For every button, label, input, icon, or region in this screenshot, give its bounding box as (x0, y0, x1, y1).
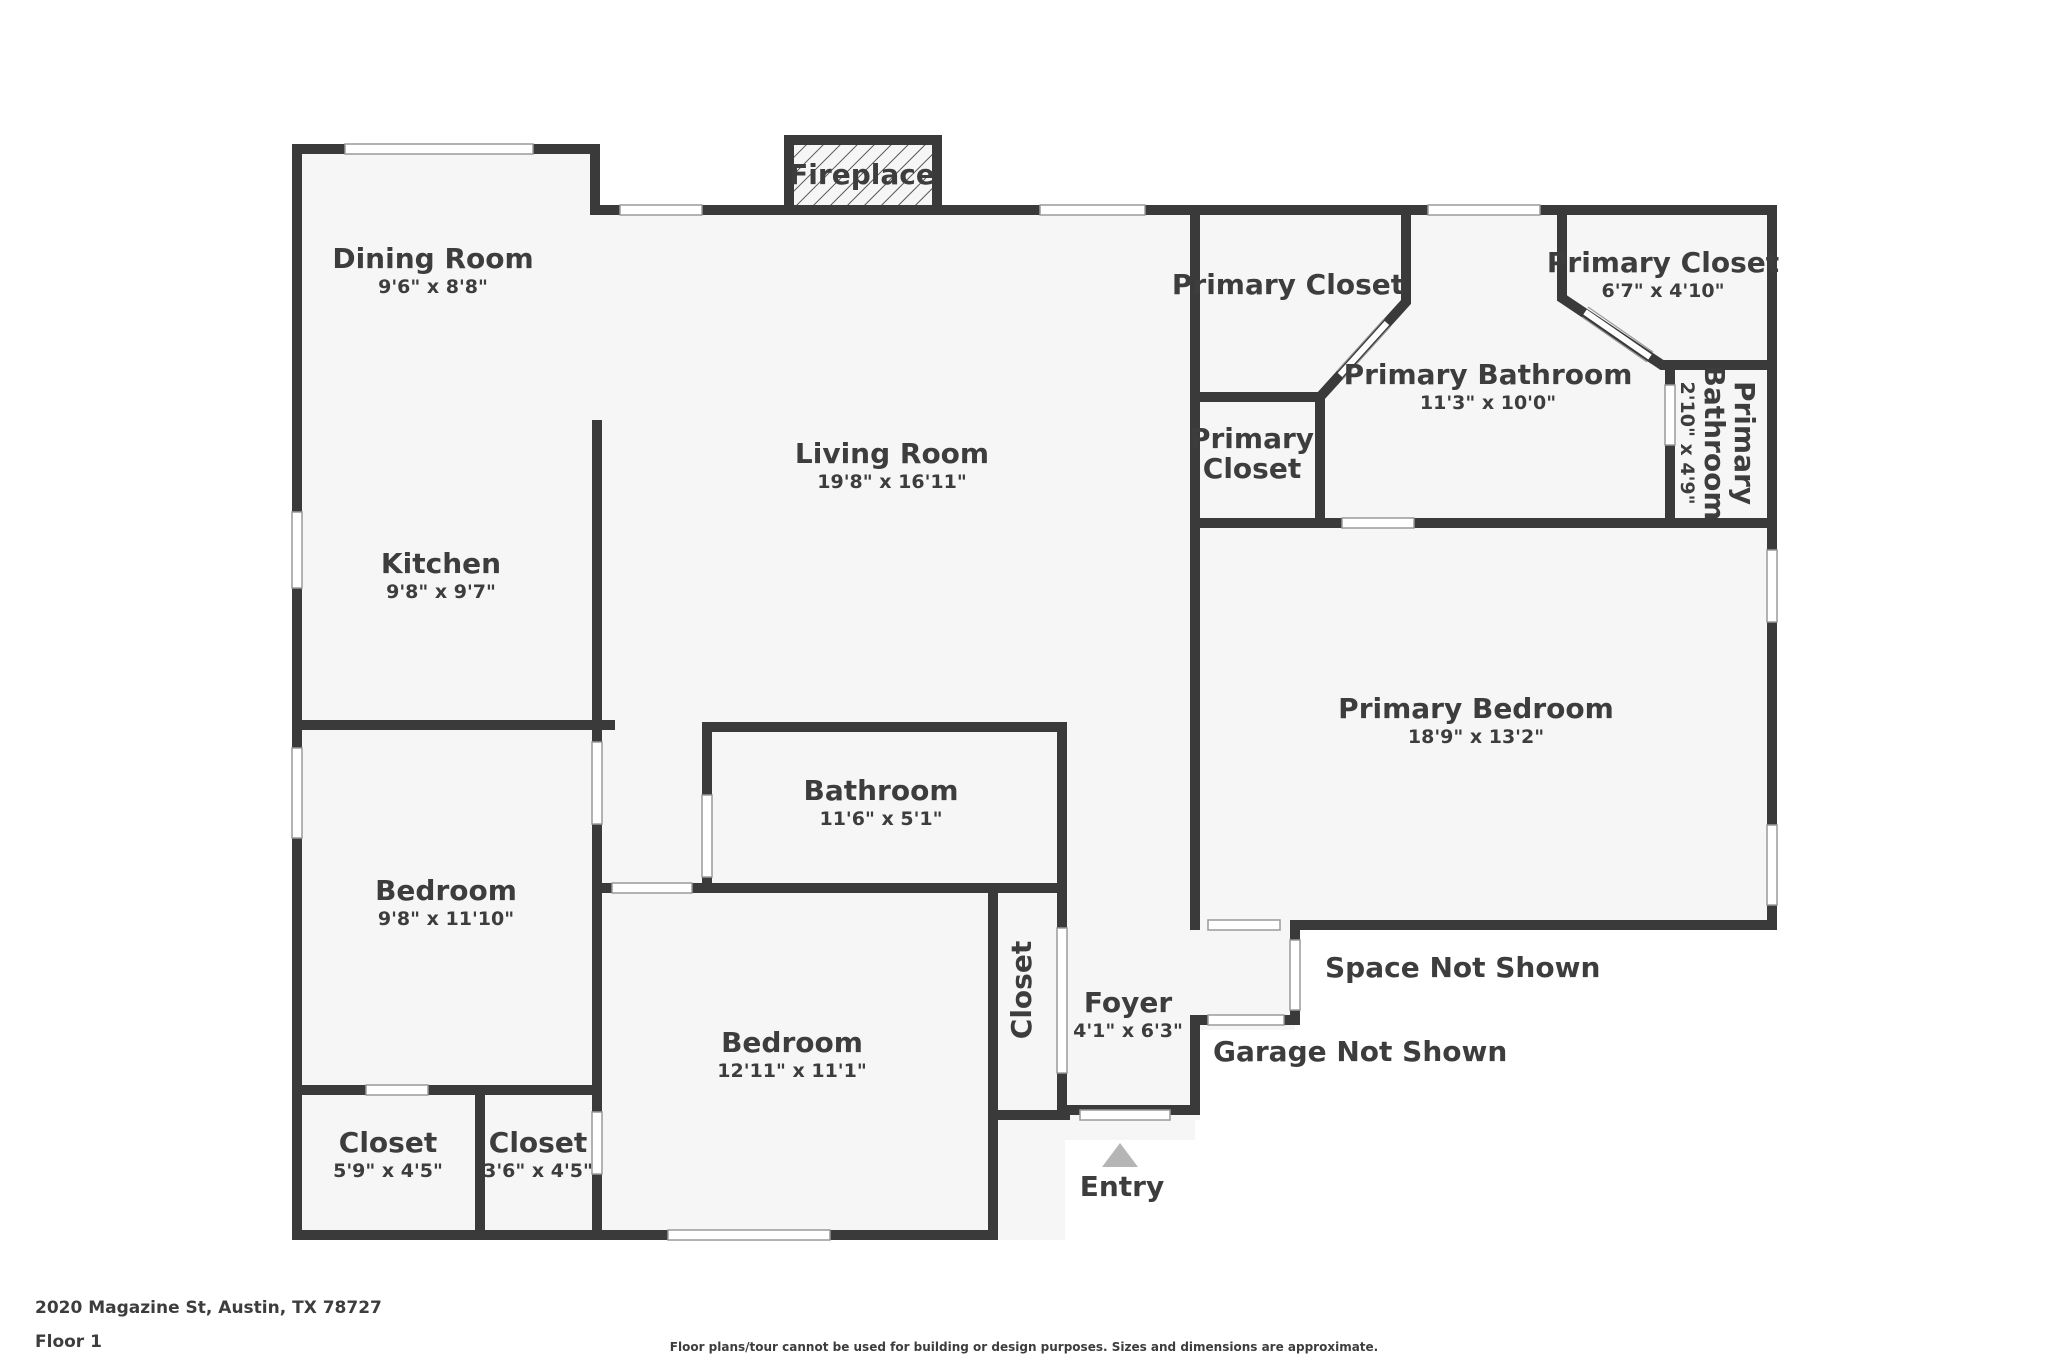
closet-left-dims: 5'9" x 4'5" (333, 1160, 443, 1182)
entry-arrow-icon (1102, 1143, 1138, 1167)
primary-bathroom-small-label: Primary Bathroom 2'10" x 4'9" (1676, 365, 1761, 520)
primary-bathroom-dims: 11'3" x 10'0" (1420, 392, 1556, 414)
fireplace-hearth (794, 145, 932, 205)
kitchen-name: Kitchen (381, 547, 501, 580)
primary-bathroom-small-line2: Bathroom (1698, 365, 1731, 520)
primary-closet-a-name: Primary Closet (1172, 268, 1404, 301)
fireplace-label: Fireplace (789, 158, 935, 191)
primary-closet-b-line1: Primary (1190, 422, 1314, 455)
bedroom-center-name: Bedroom (721, 1026, 863, 1059)
primary-closet-b-line2: Closet (1203, 452, 1301, 485)
closet-vertical-name: Closet (1005, 941, 1038, 1039)
bedroom-left-name: Bedroom (375, 874, 517, 907)
primary-bathroom-small-dims: 2'10" x 4'9" (1676, 381, 1698, 504)
bathroom-name: Bathroom (803, 774, 958, 807)
bathroom-dims: 11'6" x 5'1" (819, 808, 942, 830)
living-room-dims: 19'8" x 16'11" (817, 471, 966, 493)
primary-bedroom-dims: 18'9" x 13'2" (1408, 726, 1544, 748)
closet-mid-dims: 3'6" x 4'5" (483, 1160, 593, 1182)
primary-closet-c-dims: 6'7" x 4'10" (1601, 280, 1724, 302)
disclaimer-text: Floor plans/tour cannot be used for buil… (669, 1340, 1379, 1354)
bedroom-center-dims: 12'11" x 11'1" (717, 1060, 866, 1082)
primary-closet-c-name: Primary Closet (1547, 246, 1779, 279)
foyer-dims: 4'1" x 6'3" (1073, 1020, 1183, 1042)
entry-label: Entry (1080, 1170, 1165, 1203)
diagonal-openings (1337, 309, 1652, 378)
diagonal-opening-edges (1336, 306, 1654, 380)
kitchen-dims: 9'8" x 9'7" (386, 581, 496, 603)
foyer-name: Foyer (1084, 986, 1172, 1019)
floor-label: Floor 1 (35, 1332, 102, 1352)
windows (291, 143, 1778, 1241)
primary-bathroom-name: Primary Bathroom (1344, 358, 1633, 391)
space-not-shown-label: Space Not Shown (1325, 951, 1600, 984)
living-room-name: Living Room (795, 437, 989, 470)
closet-mid-name: Closet (489, 1126, 587, 1159)
address-text: 2020 Magazine St, Austin, TX 78727 (35, 1298, 382, 1318)
closet-left-name: Closet (339, 1126, 437, 1159)
garage-not-shown-label: Garage Not Shown (1213, 1035, 1507, 1068)
primary-bathroom-small-line1: Primary (1728, 381, 1761, 505)
bedroom-left-dims: 9'8" x 11'10" (378, 908, 514, 930)
primary-bedroom-name: Primary Bedroom (1338, 692, 1614, 725)
dining-room-name: Dining Room (332, 242, 533, 275)
dining-room-dims: 9'6" x 8'8" (378, 276, 488, 298)
